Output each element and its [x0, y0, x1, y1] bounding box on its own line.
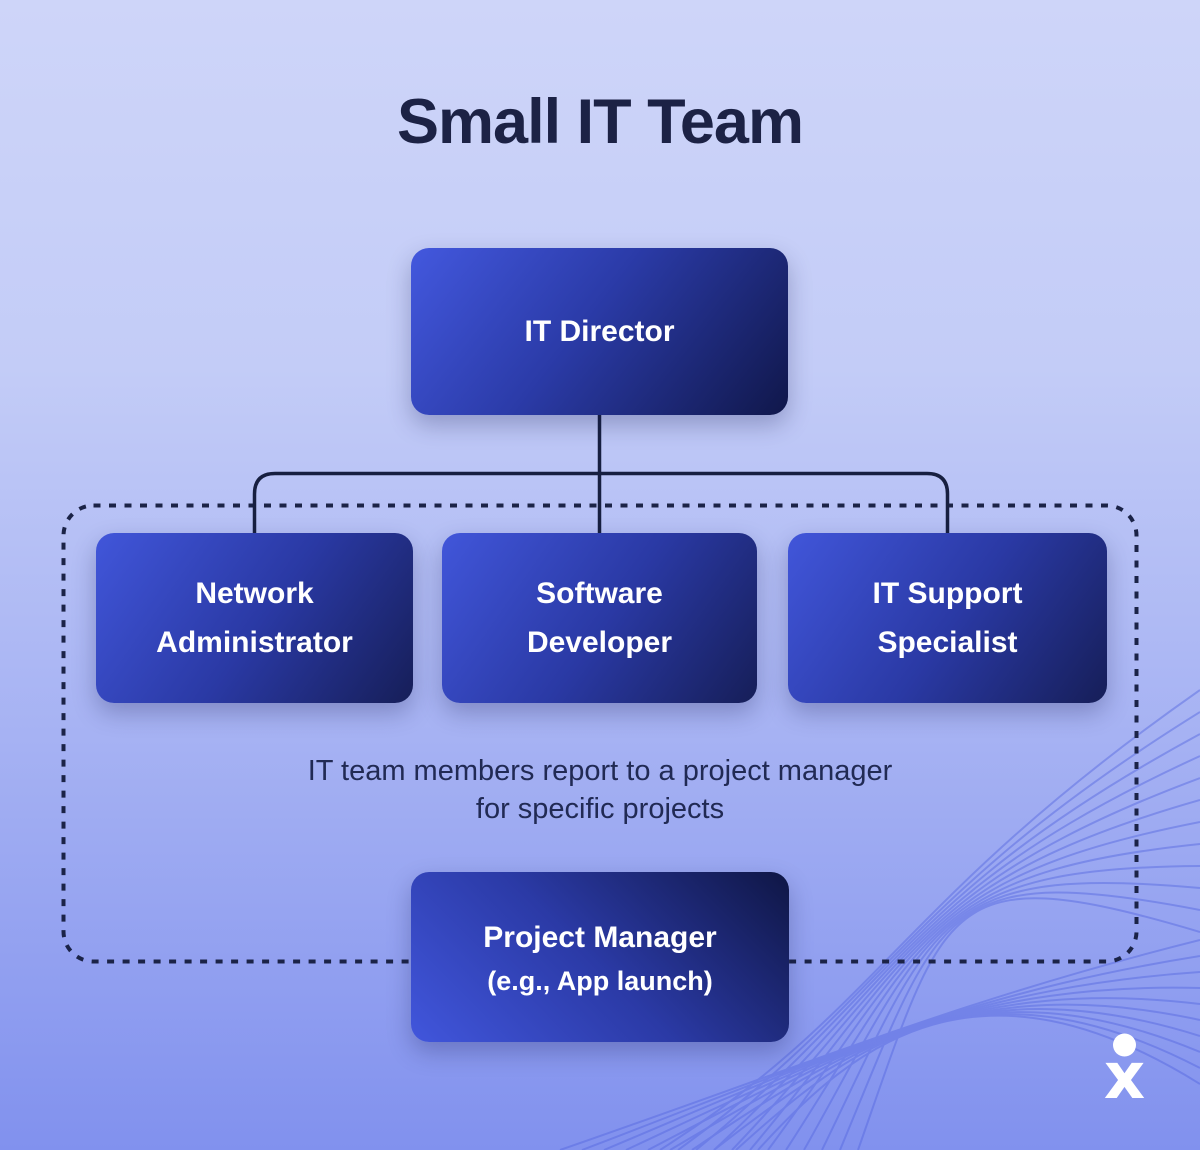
org-box-it-director: IT Director [411, 248, 788, 415]
org-connector-lines [252, 413, 950, 535]
project-reporting-note: IT team members report to a project mana… [307, 755, 893, 826]
org-box-network-administrator-label: Network Administrator [156, 576, 353, 660]
page-title: Small IT Team [397, 87, 804, 157]
connector-branch [252, 471, 950, 535]
logo-head-circle [1113, 1033, 1136, 1057]
org-box-project-manager-sublabel: (e.g., App launch) [487, 965, 713, 996]
org-box-it-support-specialist-label: IT Support Specialist [872, 576, 1023, 660]
project-team-dotted-border [61, 503, 1139, 964]
logo-x-glyph: x [1104, 1040, 1145, 1112]
org-box-software-developer-label: Software Developer [526, 576, 673, 660]
person-x-logo: x [1104, 1033, 1145, 1112]
org-box-it-support-specialist: IT Support Specialist [788, 533, 1107, 703]
org-box-project-manager: Project Manager (e.g., App launch) [411, 872, 789, 1042]
org-box-project-manager-label: Project Manager [483, 920, 717, 954]
wave-pattern [559, 689, 1200, 1150]
org-box-software-developer: Software Developer [442, 533, 757, 703]
org-box-network-administrator: Network Administrator [96, 533, 413, 703]
org-box-it-director-label: IT Director [524, 314, 675, 348]
